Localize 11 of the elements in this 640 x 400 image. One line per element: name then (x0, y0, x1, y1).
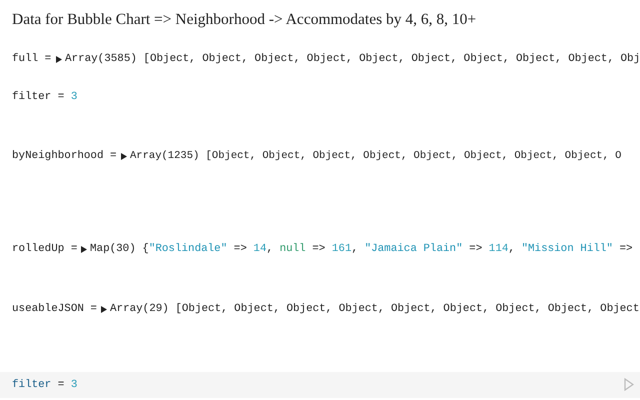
variable-name: full = (12, 52, 52, 66)
variable-name: byNeighborhood = (12, 149, 117, 163)
variable-name: rolledUp = (12, 242, 78, 256)
array-preview: Array(1235) [Object, Object, Object, Object, Object, Object, Object, Object, O (130, 149, 622, 163)
array-preview: Array(29) [Object, Object, Object, Object, Object, Object, Object, Object, Object (110, 302, 640, 316)
array-preview: Array(3585) [Object, Object, Object, Object, Object, Object, Object, Object, Object, Obj (65, 52, 640, 66)
map-preview: Map(30) {"Roslindale" => 14, null => 161, "Jamaica Plain" => 114, "Mission Hill" => (90, 242, 633, 256)
input-cell-code: filter = 3 (12, 378, 78, 392)
variable-value: filter = 3 (12, 90, 78, 104)
notebook-title: Data for Bubble Chart => Neighborhood -> Accommodates by 4, 6, 8, 10+ (12, 11, 476, 29)
variable-name: useableJSON = (12, 302, 97, 316)
